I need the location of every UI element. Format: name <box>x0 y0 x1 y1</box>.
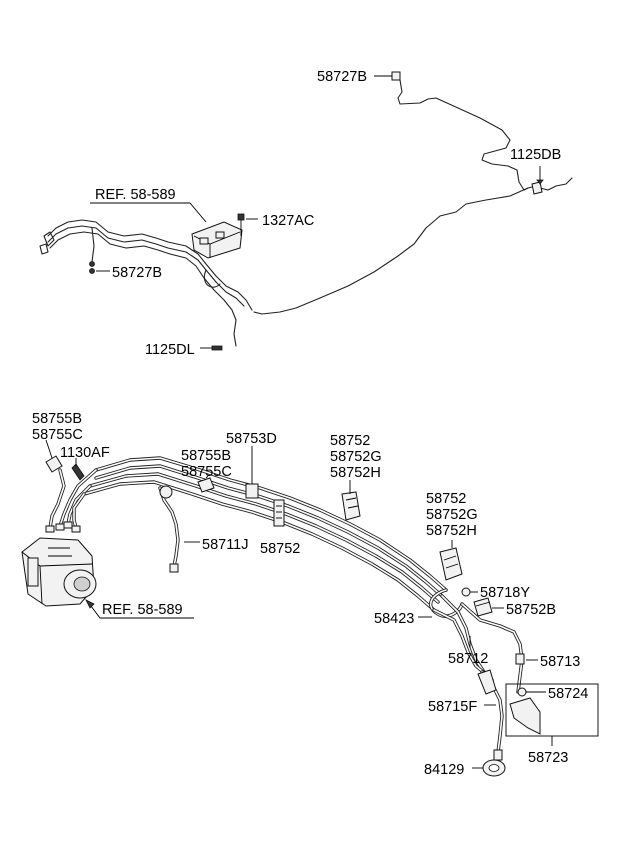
label-58711J: 58711J <box>202 537 249 553</box>
label-58752G-a: 58752G <box>330 449 382 465</box>
connector-58755-middle <box>197 475 215 493</box>
part-labels: 58727B 1125DB REF. 58-589 1327AC 58727B … <box>32 69 588 778</box>
label-58755B-a: 58755B <box>32 411 82 427</box>
label-58752-c: 58752 <box>426 491 466 507</box>
clip-58752-lower <box>273 499 285 527</box>
label-58752-a: 58752 <box>330 433 370 449</box>
label-58723: 58723 <box>528 750 568 766</box>
label-ref-lower: REF. 58-589 <box>102 602 183 618</box>
label-1125DB: 1125DB <box>510 147 561 163</box>
label-1125DL: 1125DL <box>145 342 195 358</box>
front-tube-1 <box>47 219 253 311</box>
bracket-58753D <box>245 446 259 499</box>
clip-58727B-left-head <box>89 261 95 267</box>
label-58713: 58713 <box>540 654 580 670</box>
clip-58727B-top <box>374 71 401 81</box>
grommet-84129 <box>472 759 506 777</box>
hose-58711J <box>158 485 200 573</box>
abs-unit <box>21 537 97 607</box>
fitting-down <box>233 319 237 347</box>
label-58727B-left: 58727B <box>112 265 162 281</box>
leader-ref-lower <box>87 601 194 619</box>
bracket-58723 <box>505 683 599 746</box>
clip-58752B <box>473 597 504 617</box>
label-58718Y: 58718Y <box>480 585 530 601</box>
arrow-ref-lower <box>85 599 95 609</box>
front-tube-3 <box>49 231 237 321</box>
label-58753D: 58753D <box>226 431 277 447</box>
label-1130AF: 1130AF <box>60 445 110 461</box>
label-58724: 58724 <box>548 686 588 702</box>
label-58752G-c: 58752G <box>426 507 478 523</box>
main-tube-bundle <box>82 456 448 612</box>
lower-brake-line-assembly <box>21 439 599 777</box>
left-fitting <box>39 231 55 255</box>
clip-58727B-left <box>91 227 95 263</box>
clip-58752GH-middle <box>341 480 361 521</box>
label-58755C-b: 58755C <box>181 464 232 480</box>
abs-tubes <box>45 468 98 533</box>
screw-1130AF <box>71 458 85 481</box>
leader-ref-upper <box>90 202 207 223</box>
label-58755C-a: 58755C <box>32 427 83 443</box>
hose-58715F <box>477 669 504 761</box>
label-58752B: 58752B <box>506 602 556 618</box>
bolt-1125DL <box>211 345 223 351</box>
clip-58727B-left-end <box>89 268 95 274</box>
upper-brake-line-assembly <box>39 71 573 351</box>
label-1327AC: 1327AC <box>262 213 314 229</box>
brake-module <box>191 221 243 259</box>
label-58752H-c: 58752H <box>426 523 477 539</box>
clip-58752GH-right <box>439 540 463 581</box>
clip-1125DB <box>531 166 544 195</box>
label-58755B-b: 58755B <box>181 448 231 464</box>
rear-brake-tube-lower <box>253 187 529 315</box>
rear-brake-tube <box>397 79 573 191</box>
connector-58755-left <box>45 439 63 473</box>
label-58423: 58423 <box>374 611 414 627</box>
tube-58713 <box>460 602 538 694</box>
label-58752-b: 58752 <box>260 541 300 557</box>
label-58727B-top: 58727B <box>317 69 367 85</box>
label-58752H-a: 58752H <box>330 465 381 481</box>
label-58712: 58712 <box>448 651 488 667</box>
label-ref-upper: REF. 58-589 <box>95 187 176 203</box>
fitting-58718Y <box>461 587 478 597</box>
label-58715F: 58715F <box>428 699 477 715</box>
tube-loop <box>203 269 221 288</box>
label-84129: 84129 <box>424 762 464 778</box>
bolt-1327AC <box>237 213 245 236</box>
